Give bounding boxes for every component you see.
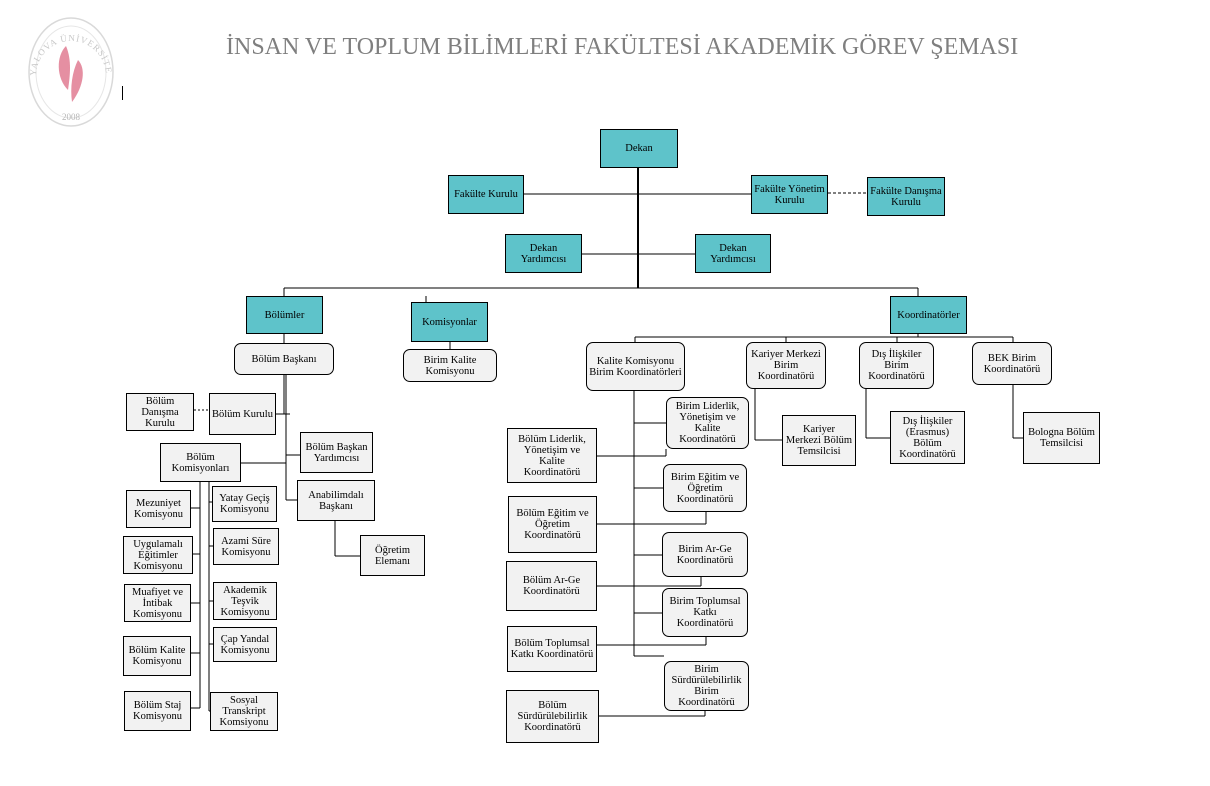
- node-kariyer-merkezi-birim-koordinatoru[interactable]: Kariyer Merkezi Birim Koordinatörü: [746, 342, 826, 389]
- node-dis-iliskiler-birim-koordinatoru-label: Dış İlişkiler Birim Koordinatörü: [868, 349, 925, 382]
- node-mezuniyet-komisyonu-label: Mezuniyet Komisyonu: [133, 498, 183, 520]
- node-bolum-kurulu[interactable]: Bölüm Kurulu: [209, 393, 276, 435]
- node-bolum-surdurulebilirlik-koordinatoru-label: Bölüm Sürdürülebilirlik Koordinatörü: [517, 700, 588, 733]
- node-muafiyet-intibak-komisyonu-label: Muafiyet ve İntibak Komisyonu: [131, 586, 184, 620]
- node-akademik-tesvik-komisyonu-label: Akademik Teşvik Komisyonu: [220, 584, 270, 618]
- node-birim-egitim-koordinatoru-label: Birim Eğitim ve Öğretim Koordinatörü: [670, 471, 740, 505]
- node-birim-arge-koordinatoru-label: Birim Ar-Ge Koordinatörü: [676, 543, 734, 566]
- node-birim-surdurulebilirlik-koordinatoru-label: Birim Sürdürülebilirlik Birim Koordinatö…: [671, 664, 742, 708]
- node-bolumler[interactable]: Bölümler: [246, 296, 323, 334]
- node-dekan-yardimcisi-1[interactable]: Dekan Yardımcısı: [505, 234, 582, 273]
- node-cap-yandal-komisyonu[interactable]: Çap Yandal Komisyonu: [213, 627, 277, 662]
- node-bolum-kurulu-label: Bölüm Kurulu: [212, 408, 273, 420]
- node-dis-iliskiler-birim-koordinatoru[interactable]: Dış İlişkiler Birim Koordinatörü: [859, 342, 934, 389]
- node-mezuniyet-komisyonu[interactable]: Mezuniyet Komisyonu: [126, 490, 191, 528]
- node-dis-iliskiler-erasmus-bolum-koordinatoru-label: Dış İlişkiler (Erasmus) Bölüm Koordinatö…: [899, 415, 956, 460]
- node-bolum-baskan-yardimcisi-label: Bölüm Başkan Yardımcısı: [305, 441, 368, 464]
- page-title: İNSAN VE TOPLUM BİLİMLERİ FAKÜLTESİ AKAD…: [226, 34, 1019, 60]
- node-kariyer-merkezi-bolum-temsilcisi[interactable]: Kariyer Merkezi Bölüm Temsilcisi: [782, 415, 856, 466]
- node-dekan-yardimcisi-2-label: Dekan Yardımcısı: [710, 242, 756, 265]
- node-dekan-label: Dekan: [625, 143, 653, 154]
- node-birim-arge-koordinatoru[interactable]: Birim Ar-Ge Koordinatörü: [662, 532, 748, 577]
- node-ogretim-elemani[interactable]: Öğretim Elemanı: [360, 535, 425, 576]
- university-logo: YALOVA ÜNİVERSİTESİ 2008: [23, 8, 116, 128]
- node-birim-kalite-komisyonu[interactable]: Birim Kalite Komisyonu: [403, 349, 497, 382]
- node-bolum-liderlik-koordinatoru[interactable]: Bölüm Liderlik, Yönetişim ve Kalite Koor…: [507, 428, 597, 483]
- text-cursor: [122, 86, 123, 100]
- node-kalite-komisyonu-birim-koordinatorleri-label: Kalite Komisyonu Birim Koordinatörleri: [589, 355, 682, 378]
- node-bolum-arge-koordinatoru[interactable]: Bölüm Ar-Ge Koordinatörü: [506, 561, 597, 611]
- node-bolum-arge-koordinatoru-label: Bölüm Ar-Ge Koordinatörü: [522, 575, 581, 597]
- node-yatay-gecis-komisyonu-label: Yatay Geçiş Komisyonu: [219, 493, 270, 515]
- node-birim-liderlik-koordinatoru-label: Birim Liderlik, Yönetişim ve Kalite Koor…: [675, 401, 740, 445]
- node-bek-birim-koordinatoru[interactable]: BEK Birim Koordinatörü: [972, 342, 1052, 385]
- node-bolum-toplumsal-katki-koordinatoru-label: Bölüm Toplumsal Katkı Koordinatörü: [510, 638, 594, 660]
- node-dis-iliskiler-erasmus-bolum-koordinatoru[interactable]: Dış İlişkiler (Erasmus) Bölüm Koordinatö…: [890, 411, 965, 464]
- node-bologna-bolum-temsilcisi-label: Bologna Bölüm Temsilcisi: [1028, 427, 1095, 449]
- node-bolum-kalite-komisyonu[interactable]: Bölüm Kalite Komisyonu: [123, 636, 191, 676]
- node-uygulamali-egitimler-komisyonu-label: Uygulamalı Eğitimler Komisyonu: [133, 538, 183, 572]
- node-dekan[interactable]: Dekan: [600, 129, 678, 168]
- node-fakulte-kurulu-label: Fakülte Kurulu: [454, 189, 518, 200]
- node-fakulte-danisma-kurulu-label: Fakülte Danışma Kurulu: [870, 185, 942, 208]
- node-bolum-baskani[interactable]: Bölüm Başkanı: [234, 343, 334, 375]
- node-komisyonlar[interactable]: Komisyonlar: [411, 302, 488, 342]
- node-bolum-egitim-koordinatoru-label: Bölüm Eğitim ve Öğretim Koordinatörü: [516, 508, 589, 541]
- node-dekan-yardimcisi-2[interactable]: Dekan Yardımcısı: [695, 234, 771, 273]
- node-anabilimdali-baskani[interactable]: Anabilimdalı Başkanı: [297, 480, 375, 521]
- node-komisyonlar-label: Komisyonlar: [422, 316, 477, 328]
- node-sosyal-transkript-komisyonu-label: Sosyal Transkript Komsiyonu: [219, 695, 269, 728]
- node-bolum-staj-komisyonu-label: Bölüm Staj Komisyonu: [132, 700, 182, 722]
- node-dekan-yardimcisi-1-label: Dekan Yardımcısı: [520, 242, 567, 265]
- node-bolum-danisma-kurulu-label: Bölüm Danışma Kurulu: [141, 395, 179, 429]
- node-bolum-surdurulebilirlik-koordinatoru[interactable]: Bölüm Sürdürülebilirlik Koordinatörü: [506, 690, 599, 743]
- node-fakulte-yonetim-kurulu[interactable]: Fakülte Yönetim Kurulu: [751, 175, 828, 214]
- node-birim-toplumsal-katki-koordinatoru-label: Birim Toplumsal Katkı Koordinatörü: [669, 596, 741, 629]
- node-uygulamali-egitimler-komisyonu[interactable]: Uygulamalı Eğitimler Komisyonu: [123, 536, 193, 574]
- node-bolum-toplumsal-katki-koordinatoru[interactable]: Bölüm Toplumsal Katkı Koordinatörü: [507, 626, 597, 672]
- node-yatay-gecis-komisyonu[interactable]: Yatay Geçiş Komisyonu: [212, 486, 277, 522]
- node-koordinatorler[interactable]: Koordinatörler: [890, 296, 967, 334]
- node-azami-sure-komisyonu-label: Azami Süre Komisyonu: [221, 535, 271, 558]
- node-birim-kalite-komisyonu-label: Birim Kalite Komisyonu: [423, 354, 477, 377]
- node-akademik-tesvik-komisyonu[interactable]: Akademik Teşvik Komisyonu: [213, 582, 277, 620]
- node-ogretim-elemani-label: Öğretim Elemanı: [375, 544, 410, 567]
- node-birim-toplumsal-katki-koordinatoru[interactable]: Birim Toplumsal Katkı Koordinatörü: [662, 588, 748, 637]
- node-bolum-liderlik-koordinatoru-label: Bölüm Liderlik, Yönetişim ve Kalite Koor…: [518, 433, 586, 478]
- node-bolum-danisma-kurulu[interactable]: Bölüm Danışma Kurulu: [126, 393, 194, 431]
- node-muafiyet-intibak-komisyonu[interactable]: Muafiyet ve İntibak Komisyonu: [124, 584, 191, 622]
- node-anabilimdali-baskani-label: Anabilimdalı Başkanı: [308, 489, 364, 512]
- node-koordinatorler-label: Koordinatörler: [897, 309, 960, 321]
- node-bolum-staj-komisyonu[interactable]: Bölüm Staj Komisyonu: [124, 691, 191, 731]
- node-fakulte-kurulu[interactable]: Fakülte Kurulu: [448, 175, 524, 214]
- logo-year: 2008: [62, 112, 81, 122]
- node-kalite-komisyonu-birim-koordinatorleri[interactable]: Kalite Komisyonu Birim Koordinatörleri: [586, 342, 685, 391]
- node-bek-birim-koordinatoru-label: BEK Birim Koordinatörü: [983, 352, 1041, 375]
- node-birim-liderlik-koordinatoru[interactable]: Birim Liderlik, Yönetişim ve Kalite Koor…: [666, 397, 749, 449]
- node-bolum-komisyonlari[interactable]: Bölüm Komisyonları: [160, 443, 241, 482]
- node-fakulte-danisma-kurulu[interactable]: Fakülte Danışma Kurulu: [867, 177, 945, 216]
- node-kariyer-merkezi-bolum-temsilcisi-label: Kariyer Merkezi Bölüm Temsilcisi: [785, 424, 853, 457]
- node-bolum-egitim-koordinatoru[interactable]: Bölüm Eğitim ve Öğretim Koordinatörü: [508, 496, 597, 553]
- node-bolum-baskani-label: Bölüm Başkanı: [251, 353, 317, 365]
- node-bolum-baskan-yardimcisi[interactable]: Bölüm Başkan Yardımcısı: [300, 432, 373, 473]
- node-birim-egitim-koordinatoru[interactable]: Birim Eğitim ve Öğretim Koordinatörü: [663, 464, 747, 512]
- node-kariyer-merkezi-birim-koordinatoru-label: Kariyer Merkezi Birim Koordinatörü: [751, 349, 821, 382]
- node-bolumler-label: Bölümler: [264, 309, 305, 321]
- node-fakulte-yonetim-kurulu-label: Fakülte Yönetim Kurulu: [754, 183, 825, 206]
- node-cap-yandal-komisyonu-label: Çap Yandal Komisyonu: [220, 633, 270, 656]
- node-sosyal-transkript-komisyonu[interactable]: Sosyal Transkript Komsiyonu: [210, 692, 278, 731]
- node-bolum-komisyonlari-label: Bölüm Komisyonları: [171, 451, 230, 474]
- node-birim-surdurulebilirlik-koordinatoru[interactable]: Birim Sürdürülebilirlik Birim Koordinatö…: [664, 661, 749, 711]
- node-azami-sure-komisyonu[interactable]: Azami Süre Komisyonu: [213, 528, 279, 565]
- node-bologna-bolum-temsilcisi[interactable]: Bologna Bölüm Temsilcisi: [1023, 412, 1100, 464]
- node-bolum-kalite-komisyonu-label: Bölüm Kalite Komisyonu: [128, 645, 186, 667]
